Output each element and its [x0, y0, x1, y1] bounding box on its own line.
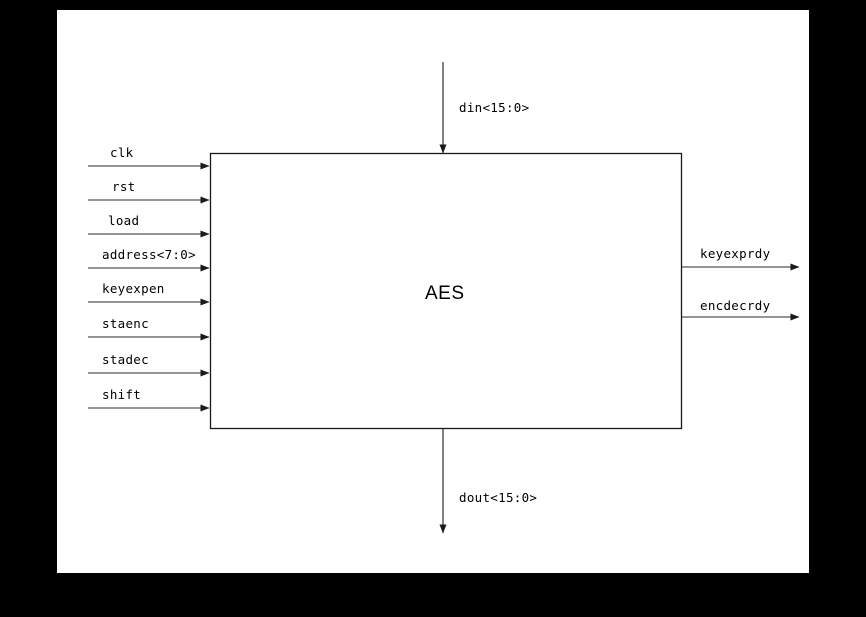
signal-label-address: address<7:0> [102, 247, 196, 262]
signal-label-shift: shift [102, 387, 142, 402]
aes-block-label: AES [425, 283, 465, 304]
signal-label-rst: rst [112, 179, 136, 194]
signal-label-keyexprdy: keyexprdy [700, 246, 771, 261]
signal-label-stadec: stadec [102, 352, 149, 367]
signal-label-clk: clk [110, 145, 134, 160]
signal-label-staenc: staenc [102, 316, 149, 331]
signal-label-keyexpen: keyexpen [102, 281, 165, 296]
signal-label-dout: dout<15:0> [459, 490, 538, 505]
signal-label-encdecrdy: encdecrdy [700, 298, 771, 313]
signal-label-din: din<15:0> [459, 100, 530, 115]
signal-label-load: load [108, 213, 140, 228]
